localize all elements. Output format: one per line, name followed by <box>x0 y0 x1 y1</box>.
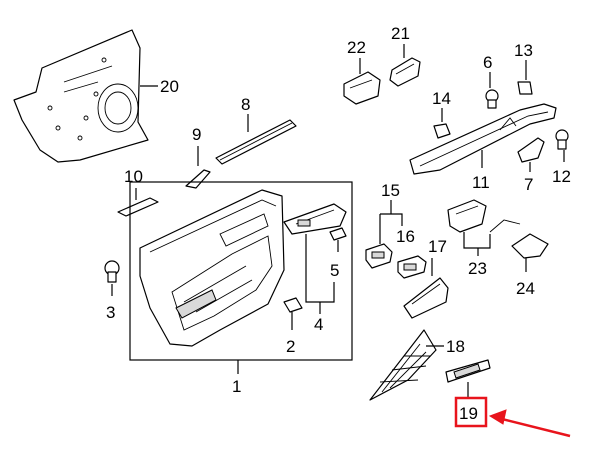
callout-5: 5 <box>330 261 339 280</box>
part-4-handle-assembly <box>283 203 347 235</box>
part-2-clip <box>283 297 303 313</box>
callout-4: 4 <box>314 315 323 334</box>
callout-13: 13 <box>514 41 533 60</box>
part-1-door-panel <box>139 189 285 347</box>
highlight-box <box>454 396 488 428</box>
part-1-frame <box>129 181 353 361</box>
part-12-screw <box>555 129 569 150</box>
callout-17: 17 <box>428 237 447 256</box>
part-10-bezel <box>117 197 159 217</box>
callout-10: 10 <box>124 167 143 186</box>
callout-1: 1 <box>232 377 241 396</box>
callout-7: 7 <box>524 175 533 194</box>
part-13-clip <box>517 81 533 95</box>
callout-16: 16 <box>396 227 415 246</box>
callout-12: 12 <box>552 167 571 186</box>
part-11-trim-strip <box>409 103 557 175</box>
callout-20: 20 <box>160 77 179 96</box>
part-7-handle <box>517 137 545 163</box>
part-23-bracket <box>447 199 521 233</box>
callout-15: 15 <box>381 181 400 200</box>
part-18-speaker-grille <box>369 329 437 401</box>
highlighted-callout-19: 19 <box>454 396 488 428</box>
part-22-switch <box>343 71 381 105</box>
callout-3: 3 <box>106 303 115 322</box>
callout-22: 22 <box>347 38 366 57</box>
part-19-emblem <box>445 359 491 383</box>
callout-8: 8 <box>241 95 250 114</box>
callout-6: 6 <box>483 53 492 72</box>
part-17-storage-tray <box>403 277 449 319</box>
part-20-trim-insulator <box>13 29 149 163</box>
callout-14: 14 <box>432 89 451 108</box>
callout-21: 21 <box>391 24 410 43</box>
part-15-switch <box>365 243 393 269</box>
red-pointer-arrow <box>488 409 571 438</box>
callout-19: 19 <box>459 404 478 423</box>
part-24-trim <box>511 233 549 259</box>
callout-11: 11 <box>472 173 490 192</box>
callout-24: 24 <box>516 279 535 298</box>
part-3-screw <box>104 260 120 283</box>
part-16-switch <box>397 255 427 279</box>
callout-2: 2 <box>286 337 295 356</box>
part-6-screw <box>485 89 499 109</box>
callout-9: 9 <box>192 125 201 144</box>
part-21-switch <box>389 57 421 87</box>
part-5-clip <box>329 227 347 241</box>
callout-23: 23 <box>468 259 487 278</box>
callout-18: 18 <box>446 337 465 356</box>
part-8-trim-strip <box>215 119 297 165</box>
part-9-bracket <box>185 169 211 189</box>
part-14-clip <box>433 123 451 139</box>
